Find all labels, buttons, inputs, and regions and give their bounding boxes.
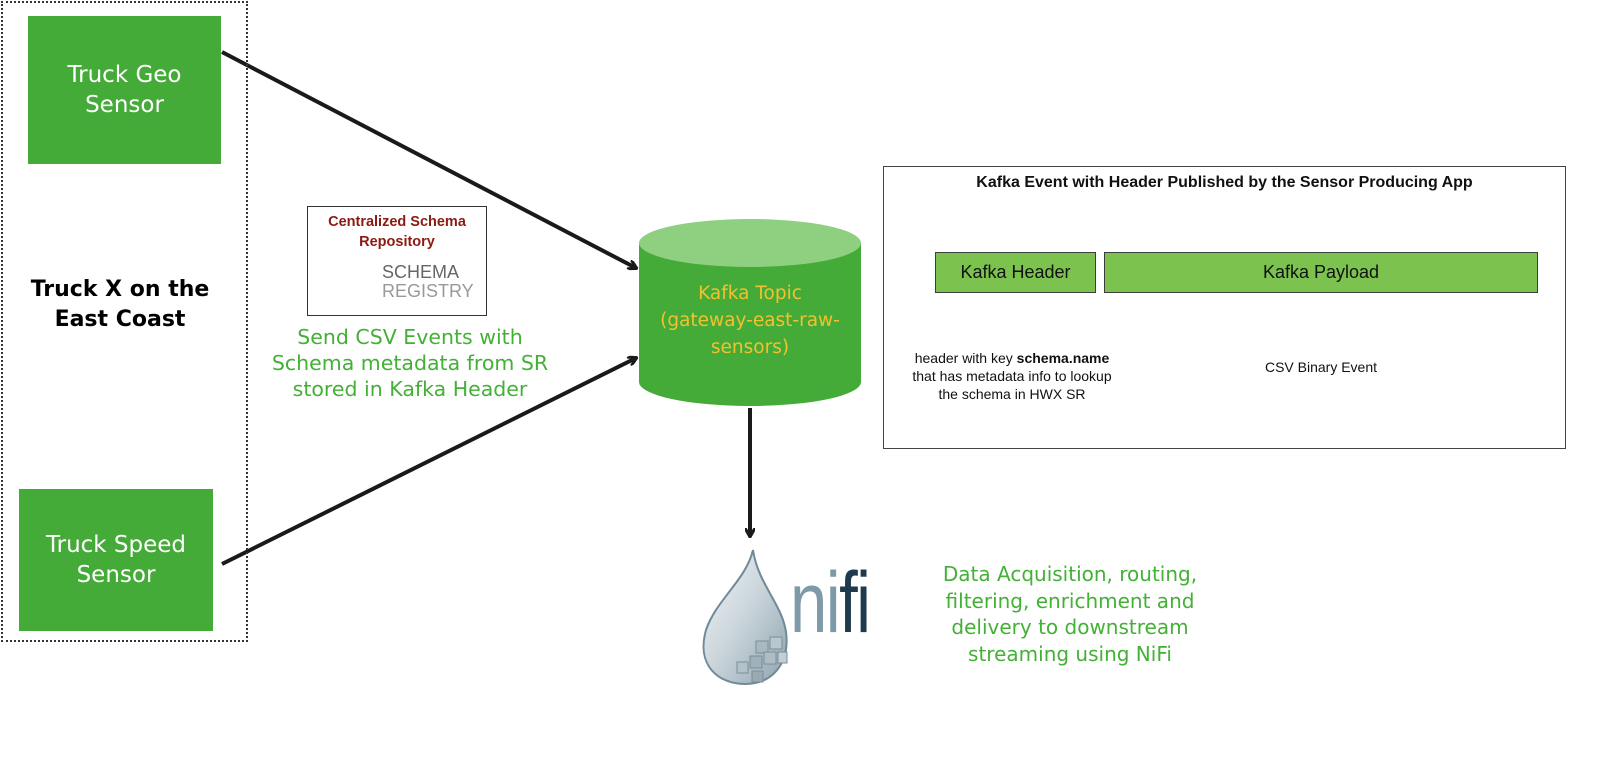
nifi-drop-icon bbox=[702, 549, 788, 686]
kafka-topic-label: Kafka Topic (gateway-east-raw- sensors) bbox=[660, 283, 840, 358]
payload-caption: CSV Binary Event bbox=[1104, 358, 1538, 376]
truck-geo-sensor-label: Truck Geo Sensor bbox=[67, 62, 182, 118]
nifi-logo-text-part2: fi bbox=[839, 555, 871, 651]
kafka-header-segment[interactable]: Kafka Header bbox=[935, 252, 1096, 293]
schema-registry-logo-line1: SCHEMA bbox=[382, 262, 460, 282]
truck-geo-sensor[interactable]: Truck Geo Sensor bbox=[28, 16, 221, 164]
payload-caption-text: CSV Binary Event bbox=[1264, 359, 1378, 375]
schema-registry-logo-line2: REGISTRY bbox=[382, 281, 474, 301]
arrow-speed-to-topic bbox=[221, 358, 636, 566]
schema-registry-box[interactable]: Centralized Schema Repository SCHEMA REG… bbox=[307, 206, 487, 316]
nifi-description-note: Data Acquisition, routing, filtering, en… bbox=[942, 562, 1198, 666]
nifi-logo-text: nifi bbox=[790, 560, 871, 646]
kafka-payload-segment[interactable]: Kafka Payload bbox=[1104, 252, 1538, 293]
header-caption-line3: the schema in HWX SR bbox=[938, 386, 1086, 402]
truck-speed-sensor[interactable]: Truck Speed Sensor bbox=[19, 489, 213, 631]
truck-group-label: Truck X on the East Coast bbox=[30, 277, 210, 332]
kafka-event-panel-title: Kafka Event with Header Published by the… bbox=[976, 174, 1473, 191]
header-caption-prefix: header with key bbox=[914, 350, 1017, 366]
schema-registry-logo-text: SCHEMA REGISTRY bbox=[382, 263, 474, 301]
truck-speed-sensor-label: Truck Speed Sensor bbox=[45, 532, 187, 588]
header-caption-key: schema.name bbox=[1016, 350, 1110, 366]
arrow-geo-to-topic bbox=[221, 50, 636, 268]
kafka-topic-cylinder bbox=[639, 219, 861, 406]
truck-group-container bbox=[1, 1, 248, 642]
kafka-payload-segment-label: Kafka Payload bbox=[1262, 262, 1380, 282]
schema-registry-title: Centralized Schema Repository bbox=[328, 214, 466, 250]
kafka-event-panel: Kafka Event with Header Published by the… bbox=[883, 166, 1566, 449]
nifi-logo-text-part1: ni bbox=[790, 555, 841, 651]
header-caption: header with key schema.name that has met… bbox=[884, 349, 1140, 403]
kafka-header-segment-label: Kafka Header bbox=[960, 262, 1071, 282]
send-events-note: Send CSV Events with Schema metadata fro… bbox=[271, 325, 549, 401]
header-caption-line2: that has metadata info to lookup bbox=[912, 368, 1112, 384]
